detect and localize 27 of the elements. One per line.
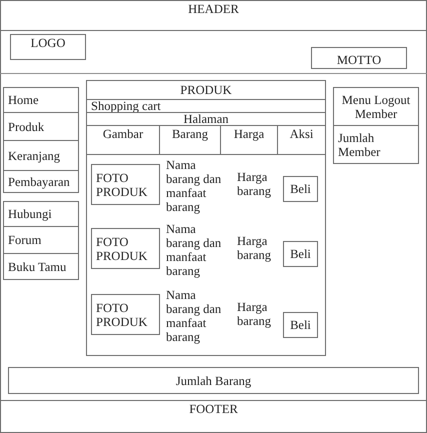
image-frame: FOTO PRODUK (91, 228, 160, 269)
buy-button: Beli (283, 176, 318, 202)
table-row: Shopping cart (86, 99, 326, 113)
menu-item: Pembayaran (3, 170, 79, 193)
menu-item: Hubungi (3, 201, 79, 227)
menu-item: Forum (3, 226, 79, 254)
item-text: Harga barang (237, 234, 272, 262)
item-text: Harga barang (237, 300, 272, 328)
panel-title: PRODUK (180, 82, 232, 98)
item-text: Nama barang dan manfaat barang (166, 222, 222, 278)
member-panel: Menu Logout Member (333, 87, 419, 126)
menu-item: Keranjang (3, 140, 79, 171)
image-frame: FOTO PRODUK (91, 294, 160, 335)
menu-item: Produk (3, 112, 79, 141)
member-panel: Jumlah Member (333, 125, 419, 164)
product-panel (86, 80, 326, 356)
item-text: Nama barang dan manfaat barang (166, 158, 222, 214)
item-text: Nama barang dan manfaat barang (166, 288, 222, 344)
item-text: Harga barang (237, 170, 272, 198)
menu-item: Home (3, 87, 79, 113)
header-box: LOGO (10, 34, 86, 60)
summary-bar: Jumlah Barang (8, 367, 419, 394)
menu-item: Buku Tamu (3, 253, 79, 280)
image-frame: FOTO PRODUK (91, 164, 160, 205)
motto-box: MOTTO (311, 47, 407, 69)
buy-button: Beli (283, 312, 318, 338)
buy-button: Beli (283, 241, 318, 267)
